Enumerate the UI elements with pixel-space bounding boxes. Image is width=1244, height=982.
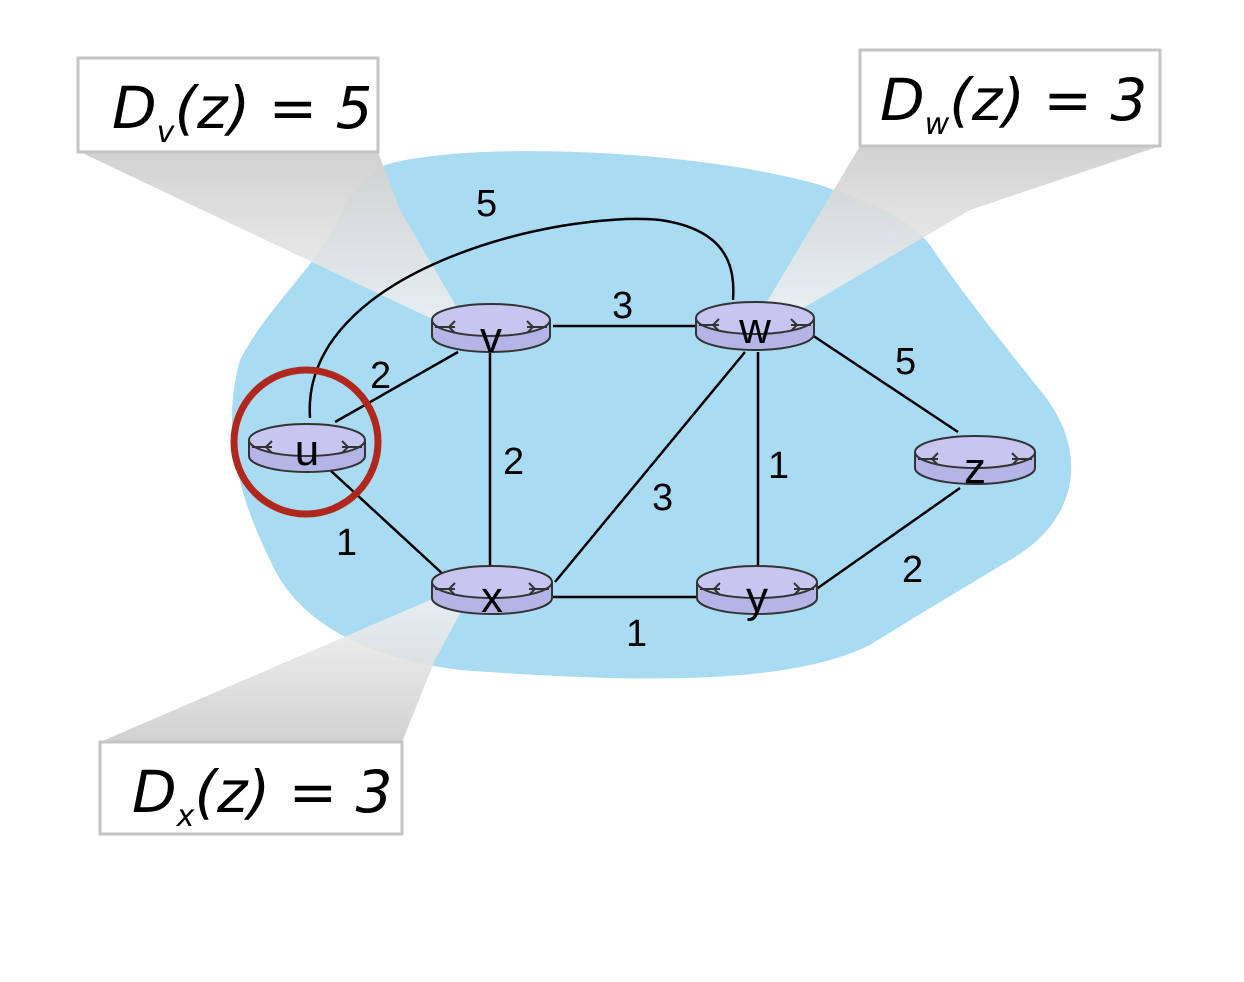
router-w: w [695,301,815,353]
highlight-ring-u [230,366,382,518]
router-z-label: z [964,444,986,493]
router-u: u [248,423,366,475]
weight-w-z: 5 [895,341,916,383]
edge-y-z [814,486,961,592]
weight-x-y: 1 [626,613,647,655]
router-w-label: w [738,304,771,353]
router-v-label: v [480,313,502,362]
weight-u-x: 1 [336,522,357,564]
edge-u-x [329,469,446,577]
callout-beam-w [765,146,1160,310]
router-y: y [696,565,818,622]
callout-dx-text: Dx(z) = 3 [132,758,393,834]
callout-dw-text: Dw(z) = 3 [880,66,1147,142]
edge-u-w [308,217,735,419]
weight-y-z: 2 [902,549,923,591]
router-x-label: x [481,573,503,622]
callout-beam-x [100,595,470,742]
callout-dv: Dv(z) = 5 [76,56,380,154]
router-v: v [431,303,551,362]
edges [308,217,961,599]
weight-v-w: 3 [612,285,633,327]
edge-x-w [554,351,746,583]
weight-u-v: 2 [370,355,391,397]
callout-dx: Dx(z) = 3 [98,740,404,836]
router-y-label: y [746,573,768,622]
weight-w-y: 1 [768,445,789,487]
edge-u-v [334,350,459,424]
callout-dv-text: Dv(z) = 5 [112,74,373,150]
callout-beam-v [80,152,470,330]
weight-u-w: 5 [476,183,497,225]
router-u-label: u [295,426,319,475]
weight-v-x: 2 [503,441,524,483]
router-x: x [431,565,553,622]
router-z: z [914,435,1036,493]
edge-w-z [811,333,959,434]
callout-dw: Dw(z) = 3 [858,48,1162,148]
weight-x-w: 3 [652,477,673,519]
